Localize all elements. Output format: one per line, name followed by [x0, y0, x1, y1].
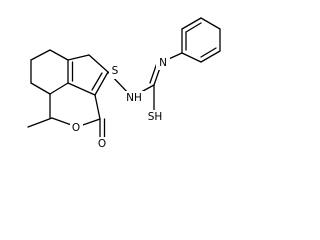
thiophene-bond	[94, 71, 109, 96]
amine-nitrogen-label: NH	[126, 92, 142, 104]
ester-carbonyl-oxygen-label-group: O	[96, 137, 109, 152]
phenyl-ring-bond	[181, 52, 202, 63]
phenyl-ring-bond	[181, 17, 202, 30]
ring-bond	[49, 49, 69, 61]
phenyl-inner-bond	[185, 22, 202, 33]
ring-bond	[30, 82, 51, 95]
thiourea-nitrogen-label: N	[159, 57, 167, 69]
thiophene-sulfur-label-group: S	[109, 64, 121, 79]
thiourea-sulfur-label-group: SH	[144, 110, 166, 125]
bonds	[27, 17, 221, 140]
thiourea-nitrogen-label-group: N	[156, 56, 170, 70]
phenyl-ring-bond	[200, 50, 221, 63]
thiophene-bond	[88, 54, 109, 73]
phenyl-inner-bond	[200, 47, 217, 58]
amine-nitrogen-label-group: NH	[124, 91, 144, 105]
atom-labels: S NH N SH O O	[70, 56, 170, 152]
ester-ether-oxygen-label-group: O	[70, 121, 83, 136]
molecule-structure-diagram: S NH N SH O O	[27, 17, 221, 152]
ethyl-bond	[27, 117, 53, 128]
ester-ether-oxygen-label: O	[72, 122, 80, 134]
thiophene-bond	[67, 54, 90, 61]
ester-bond	[94, 94, 101, 120]
ester-carbonyl-oxygen-label: O	[98, 138, 106, 150]
thiophene-double-bond	[91, 72, 103, 91]
thiophene-bond	[67, 82, 96, 96]
ring-bond	[49, 82, 69, 95]
thiophene-sulfur-label: S	[112, 65, 119, 77]
phenyl-ring-bond	[200, 17, 221, 30]
thiourea-sulfur-label: SH	[148, 111, 163, 123]
ring-bond	[30, 49, 51, 61]
